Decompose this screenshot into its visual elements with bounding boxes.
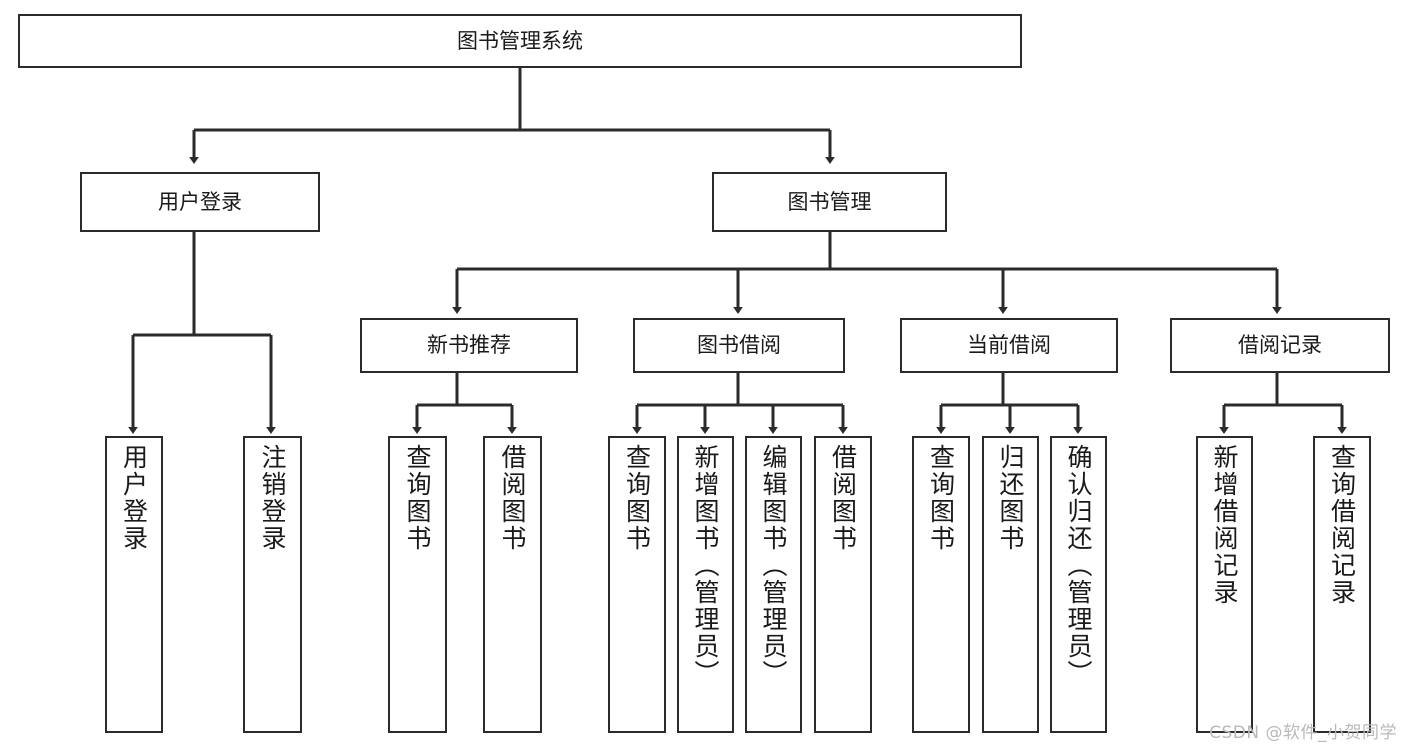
node-new-book-recommendation[interactable]: 新书推荐 bbox=[360, 318, 578, 373]
node-label: 查询借阅记录 bbox=[1327, 444, 1357, 606]
node-label: 用户登录 bbox=[158, 189, 242, 214]
node-book-management[interactable]: 图书管理 bbox=[712, 172, 947, 232]
leaf-edit-book-admin[interactable]: 编辑图书（管理员） bbox=[745, 436, 802, 733]
leaf-add-borrow-record[interactable]: 新增借阅记录 bbox=[1196, 436, 1253, 733]
leaf-query-book-from-book-borrow[interactable]: 查询图书 bbox=[608, 436, 666, 733]
node-label: 借阅记录 bbox=[1238, 333, 1322, 358]
node-label: 归还图书 bbox=[996, 444, 1025, 552]
node-root-book-management-system[interactable]: 图书管理系统 bbox=[18, 14, 1022, 68]
node-label: 图书管理 bbox=[787, 189, 872, 214]
watermark: CSDN @软件_小贺同学 bbox=[1209, 723, 1397, 743]
node-label: 借阅图书 bbox=[498, 444, 527, 552]
node-label: 查询图书 bbox=[622, 444, 652, 552]
leaf-query-book-from-current-borrow[interactable]: 查询图书 bbox=[912, 436, 970, 733]
leaf-user-login[interactable]: 用户登录 bbox=[105, 436, 163, 733]
node-label: 图书管理系统 bbox=[457, 28, 583, 53]
leaf-return-book[interactable]: 归还图书 bbox=[982, 436, 1039, 733]
node-label: 查询图书 bbox=[403, 444, 432, 552]
leaf-query-book-from-new-book-rec[interactable]: 查询图书 bbox=[388, 436, 447, 733]
node-label: 新增借阅记录 bbox=[1210, 444, 1239, 606]
node-label: 新增图书（管理员） bbox=[691, 444, 720, 687]
node-label: 新书推荐 bbox=[427, 333, 511, 358]
node-label: 用户登录 bbox=[119, 444, 149, 552]
leaf-confirm-return-admin[interactable]: 确认归还（管理员） bbox=[1050, 436, 1107, 733]
node-label: 借阅图书 bbox=[828, 444, 858, 552]
node-label: 查询图书 bbox=[926, 444, 956, 552]
node-user-login[interactable]: 用户登录 bbox=[80, 172, 320, 232]
node-label: 图书借阅 bbox=[697, 333, 781, 358]
node-label: 当前借阅 bbox=[967, 333, 1051, 358]
node-label: 注销登录 bbox=[258, 444, 287, 552]
node-borrow-record[interactable]: 借阅记录 bbox=[1170, 318, 1390, 373]
leaf-query-borrow-record[interactable]: 查询借阅记录 bbox=[1313, 436, 1371, 733]
leaf-borrow-book-from-book-borrow[interactable]: 借阅图书 bbox=[814, 436, 872, 733]
leaf-logout[interactable]: 注销登录 bbox=[243, 436, 302, 733]
leaf-borrow-book-from-new-book-rec[interactable]: 借阅图书 bbox=[483, 436, 542, 733]
node-current-borrow[interactable]: 当前借阅 bbox=[900, 318, 1118, 373]
node-book-borrow[interactable]: 图书借阅 bbox=[633, 318, 845, 373]
node-label: 编辑图书（管理员） bbox=[759, 444, 788, 687]
leaf-add-book-admin[interactable]: 新增图书（管理员） bbox=[677, 436, 734, 733]
node-label: 确认归还（管理员） bbox=[1064, 444, 1093, 687]
